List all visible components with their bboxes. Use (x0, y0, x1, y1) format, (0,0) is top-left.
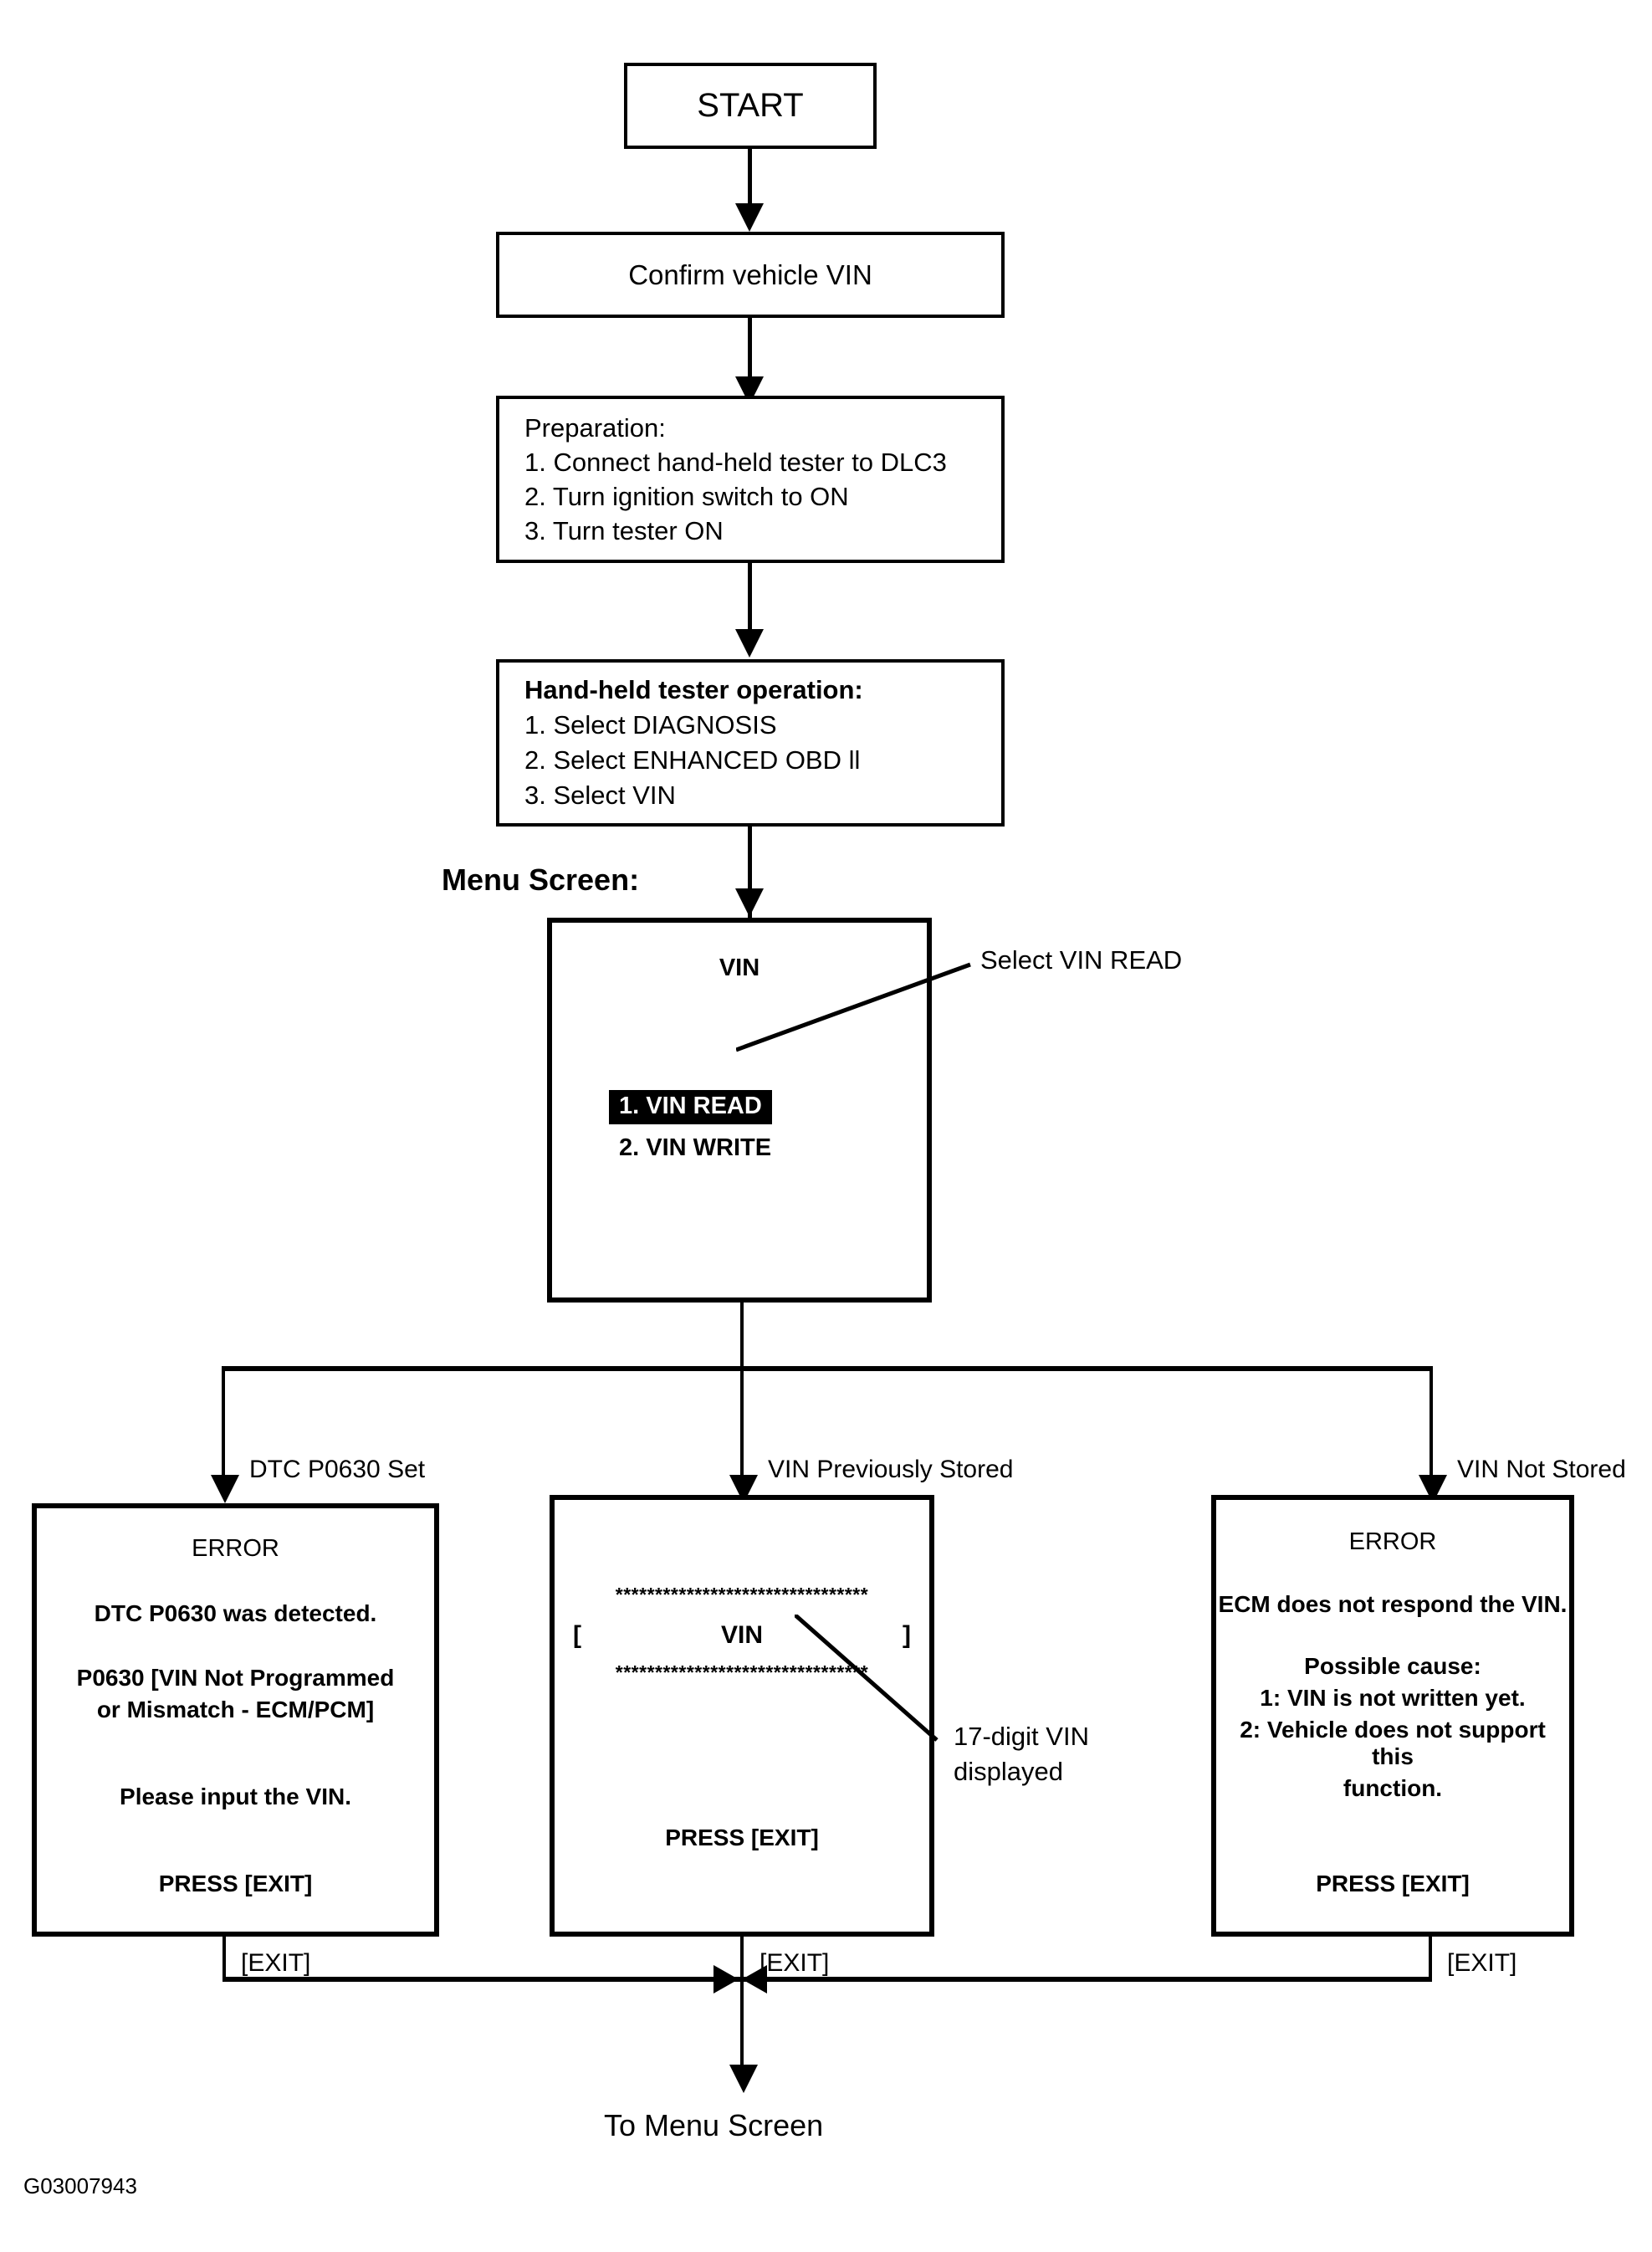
vin-screen-footer: PRESS [EXIT] (665, 1825, 819, 1850)
node-error-vin-not-stored: ERROR ECM does not respond the VIN. Poss… (1211, 1495, 1574, 1937)
vin-screen-stars-top: ******************************** (615, 1584, 869, 1605)
vin-bracket-close: ] (902, 1621, 911, 1649)
error-right-line-2: Possible cause: (1304, 1653, 1481, 1679)
connector-merge-to-end (740, 1977, 744, 2077)
error-right-footer: PRESS [EXIT] (1316, 1871, 1470, 1896)
edge-label-vin-not-stored: VIN Not Stored (1457, 1456, 1626, 1483)
arrowhead-merge-from-right (742, 1965, 767, 1994)
arrowhead-split-to-left (211, 1475, 239, 1503)
annotation-17-digit-vin: 17-digit VIN displayed (954, 1719, 1146, 1789)
exit-label-center: [EXIT] (760, 1949, 830, 1977)
vin-screen-value-row: [ VIN ] (555, 1621, 929, 1650)
node-tester-operation: Hand-held tester operation: 1. Select DI… (496, 659, 1005, 827)
menu-item-vin-read-label: 1. VIN READ (609, 1090, 772, 1124)
arrowhead-merge-to-end (729, 2065, 758, 2093)
node-error-dtc-p0630: ERROR DTC P0630 was detected. P0630 [VIN… (32, 1503, 439, 1937)
node-confirm-vin-label: Confirm vehicle VIN (628, 258, 872, 290)
connector-left-exit (222, 1937, 226, 1979)
node-start: START (624, 63, 877, 149)
leader-line-select-vin-read (736, 962, 971, 1052)
arrowhead-tester-to-menu (735, 888, 764, 917)
node-tester-operation-step-3: 3. Select VIN (524, 781, 676, 810)
connector-confirm-to-preparation (748, 318, 752, 386)
error-left-footer: PRESS [EXIT] (158, 1871, 313, 1896)
error-right-line-5: function. (1343, 1775, 1443, 1801)
connector-right-exit (1429, 1937, 1432, 1979)
node-preparation-step-2: 2. Turn ignition switch to ON (524, 482, 849, 511)
vin-screen-stars-bottom: ******************************** (615, 1661, 869, 1683)
connector-center-exit (740, 1937, 744, 1979)
leader-line-17-digit-vin (795, 1615, 939, 1742)
connector-menu-to-split (740, 1303, 744, 1369)
error-right-line-3: 1: VIN is not written yet. (1260, 1685, 1526, 1711)
branch-split-bar (222, 1366, 1433, 1371)
figure-id-code: G03007943 (23, 2173, 137, 2198)
node-tester-operation-heading: Hand-held tester operation: (524, 675, 863, 704)
edge-label-vin-previously-stored: VIN Previously Stored (768, 1456, 1014, 1483)
node-preparation-step-1: 1. Connect hand-held tester to DLC3 (524, 448, 947, 477)
node-preparation: Preparation: 1. Connect hand-held tester… (496, 396, 1005, 563)
error-left-line-3: or Mismatch - ECM/PCM] (96, 1697, 375, 1722)
connector-start-to-confirm (748, 149, 752, 209)
node-vin-display: ******************************** [ VIN ]… (550, 1495, 934, 1937)
menu-screen-title: VIN (719, 955, 760, 981)
node-tester-operation-step-2: 2. Select ENHANCED OBD ll (524, 745, 861, 775)
arrowhead-preparation-to-tester (735, 629, 764, 658)
connector-split-to-right (1430, 1366, 1433, 1483)
vin-bracket-open: [ (573, 1621, 581, 1649)
exit-label-right: [EXIT] (1447, 1949, 1517, 1977)
error-right-title: ERROR (1348, 1528, 1437, 1555)
node-preparation-step-3: 3. Turn tester ON (524, 516, 724, 545)
exit-merge-bar (222, 1977, 1432, 1982)
error-right-line-1: ECM does not respond the VIN. (1218, 1591, 1568, 1617)
connector-split-to-center (740, 1366, 744, 1483)
node-start-label: START (697, 87, 804, 124)
annotation-17-digit-vin-text: 17-digit VIN displayed (954, 1722, 1089, 1786)
error-left-line-2: P0630 [VIN Not Programmed (76, 1665, 395, 1691)
node-tester-operation-step-1: 1. Select DIAGNOSIS (524, 710, 777, 740)
node-preparation-heading: Preparation: (524, 413, 666, 443)
exit-label-left: [EXIT] (241, 1949, 311, 1977)
node-menu-screen: VIN 1. VIN READ 2. VIN WRITE (547, 918, 932, 1303)
menu-item-vin-read[interactable]: 1. VIN READ (609, 1090, 772, 1124)
menu-screen-caption: Menu Screen: (442, 862, 640, 897)
error-left-title: ERROR (192, 1535, 279, 1562)
edge-label-dtc-p0630-set: DTC P0630 Set (249, 1456, 426, 1483)
vin-screen-value: VIN (720, 1621, 763, 1649)
annotation-select-vin-read: Select VIN READ (980, 945, 1183, 975)
connector-tester-to-menu (748, 827, 752, 919)
error-left-line-1: DTC P0630 was detected. (94, 1600, 377, 1626)
connector-preparation-to-tester (748, 563, 752, 640)
node-confirm-vin: Confirm vehicle VIN (496, 232, 1005, 318)
node-end-label: To Menu Screen (604, 2108, 824, 2142)
error-left-line-4: Please input the VIN. (120, 1784, 351, 1809)
arrowhead-start-to-confirm (735, 203, 764, 232)
menu-item-vin-write[interactable]: 2. VIN WRITE (619, 1134, 772, 1161)
error-right-line-4: 2: Vehicle does not support this (1240, 1717, 1546, 1769)
arrowhead-merge-from-left (713, 1965, 739, 1994)
connector-split-to-left (222, 1366, 225, 1483)
